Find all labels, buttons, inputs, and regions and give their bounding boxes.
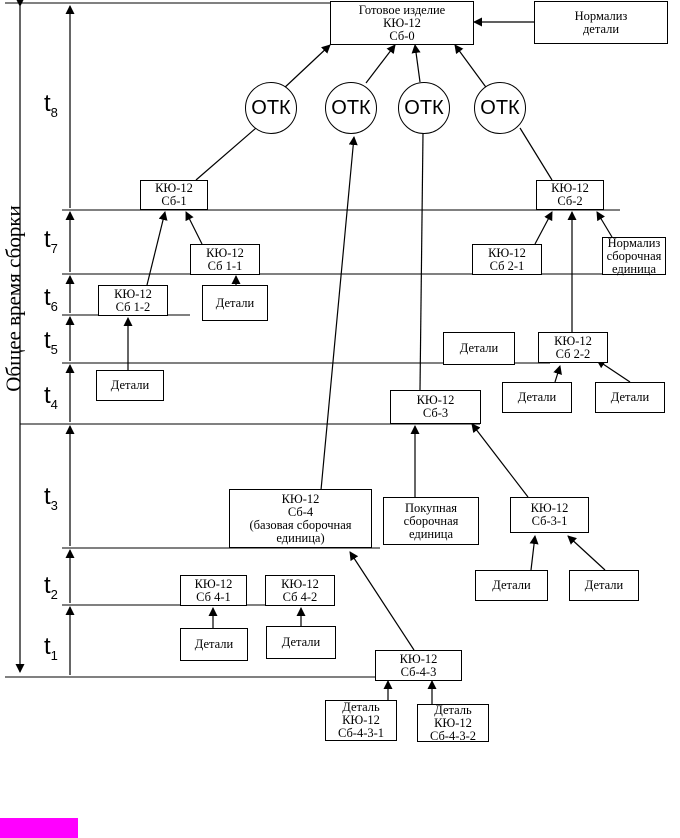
link-partsA-sb3_1 [529,535,539,571]
stage-label-t1: t1 [44,633,58,663]
stage-label-t6: t6 [44,284,58,314]
parts-sb1-1-box: Детали [202,285,268,321]
stage-label-t3: t3 [44,483,58,513]
otk-circle-3: ОТК [398,82,450,134]
link-sb4-otk2 [320,136,358,491]
parts-sb3-1-b-box: Детали [569,570,639,601]
stage-label-t2: t2 [44,572,58,602]
link-sb4_3-sb4 [349,551,415,651]
link-partsB-sb2_2 [596,359,631,383]
link-otk1-final [281,44,331,91]
parts-sb2-2-a-box: Детали [502,382,572,413]
link-sb2_1-sb2 [534,211,553,245]
link-sb1_1-sb1 [185,211,203,245]
total-time-label: Общее время сборки [1,205,26,392]
link-sb1_2-sb1 [146,211,168,286]
link-partsA-sb2_2 [553,365,562,383]
link-otk2-final [365,44,396,84]
link-normunit-sb2 [596,211,613,238]
magenta-block [0,818,78,838]
parts-free-box: Детали [443,332,515,365]
otk-circle-1: ОТК [245,82,297,134]
link-sb2-otk4 [519,127,553,181]
link-sb1-otk1 [195,127,257,181]
link-sb3-otk3 [419,132,424,391]
stage-label-t7: t7 [44,226,58,256]
link-sb3_1-sb3 [471,423,529,498]
parts-sb4-1-box: Детали [180,628,248,661]
otk-circle-4: ОТК [474,82,526,134]
link-partsB-sb3_1 [567,535,606,571]
stage-label-t8: t8 [44,90,58,120]
otk-circle-2: ОТК [325,82,377,134]
parts-sb3-1-a-box: Детали [475,570,548,601]
stage-label-t4: t4 [44,382,58,412]
parts-sb1-2-box: Детали [96,370,164,401]
link-otk3-final [411,44,421,83]
stage-label-t5: t5 [44,327,58,357]
parts-sb2-2-b-box: Детали [595,382,665,413]
link-otk4-final [454,44,489,91]
parts-sb4-2-box: Детали [266,626,336,659]
